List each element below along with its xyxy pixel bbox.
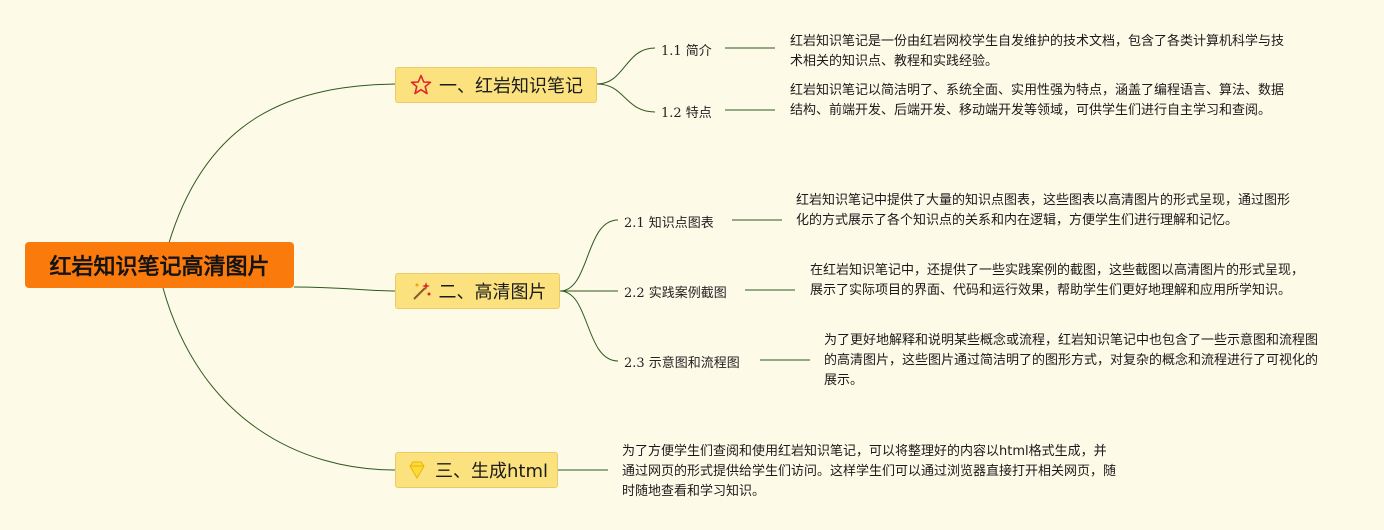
connector-root-topic2 <box>293 286 396 292</box>
root-title: 红岩知识笔记高清图片 <box>49 255 270 280</box>
topic-label-2: 二、高清图片 <box>438 282 547 303</box>
note-3: 为了方便学生们查阅和使用红岩知识笔记，可以将整理好的内容以html格式生成，并通… <box>622 444 1117 499</box>
connector-topic1-sub2 <box>596 83 656 113</box>
subtopic-2-3[interactable]: 2.3 示意图和流程图 <box>624 356 740 371</box>
topic-node-3[interactable]: 三、生成html <box>395 452 558 488</box>
subtopic-2-1[interactable]: 2.1 知识点图表 <box>624 216 714 231</box>
subtopic-1-1[interactable]: 1.1 简介 <box>661 44 712 59</box>
star-outline-icon <box>409 73 433 97</box>
subtopic-2-2[interactable]: 2.2 实践案例截图 <box>624 286 727 301</box>
note-2-3: 为了更好地解释和说明某些概念或流程，红岩知识笔记中也包含了一些示意图和流程图的高… <box>824 333 1319 388</box>
note-1-1: 红岩知识笔记是一份由红岩网校学生自发维护的技术文档，包含了各类计算机科学与技术相… <box>790 34 1285 69</box>
note-1-2: 红岩知识笔记以简洁明了、系统全面、实用性强为特点，涵盖了编程语言、算法、数据结构… <box>790 83 1285 118</box>
topic-label-3: 三、生成html <box>434 461 548 482</box>
topic-node-1[interactable]: 一、红岩知识笔记 <box>395 67 597 103</box>
sparkle-wand-icon <box>409 279 433 303</box>
connector-root-topic1 <box>162 83 396 266</box>
gem-icon <box>405 458 429 482</box>
note-2-1: 红岩知识笔记中提供了大量的知识点图表，这些图表以高清图片的形式呈现，通过图形化的… <box>796 193 1291 228</box>
connector-topic2-sub3 <box>559 290 619 362</box>
subtopic-1-2[interactable]: 1.2 特点 <box>661 106 712 121</box>
connector-topic2-sub1 <box>559 219 619 292</box>
root-node[interactable]: 红岩知识笔记高清图片 <box>25 242 294 288</box>
connector-root-topic3 <box>162 287 396 471</box>
topic-node-2[interactable]: 二、高清图片 <box>395 273 560 309</box>
connector-topic1-sub1 <box>596 47 656 85</box>
topic-label-1: 一、红岩知识笔记 <box>439 76 583 97</box>
note-2-2: 在红岩知识笔记中，还提供了一些实践案例的截图，这些截图以高清图片的形式呈现，展示… <box>810 263 1305 298</box>
